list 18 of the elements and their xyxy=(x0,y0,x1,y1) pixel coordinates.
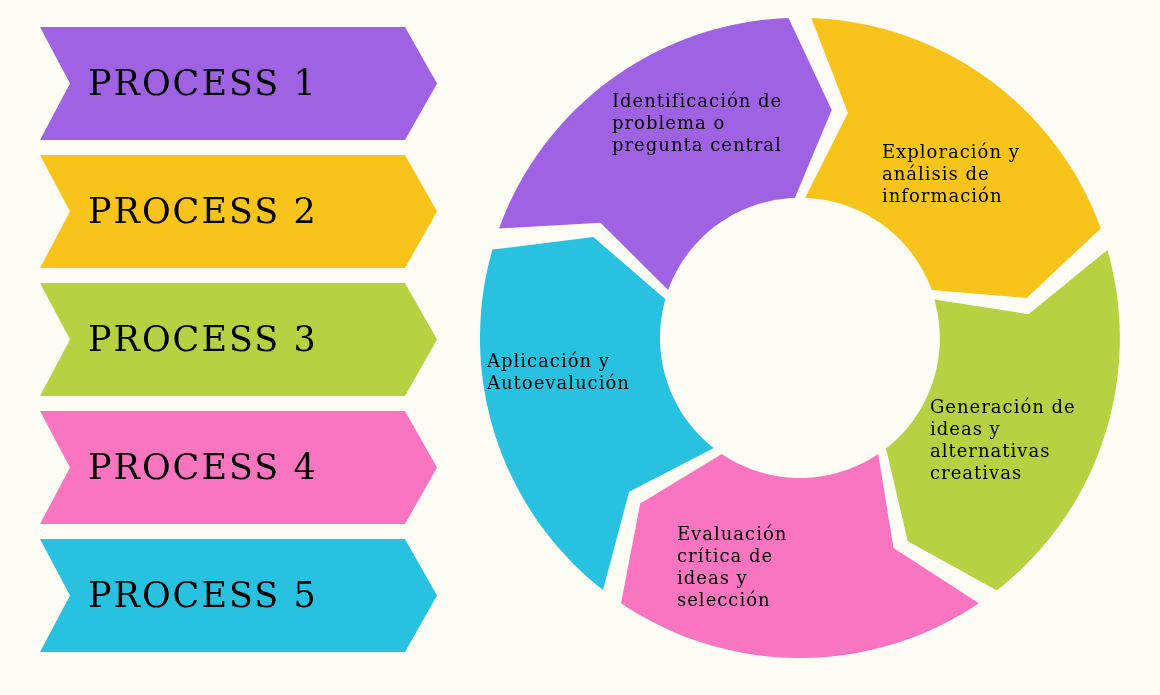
step-text: Generación de ideas y alternativas creativas xyxy=(930,396,1077,484)
process-label: PROCESS 1 xyxy=(88,62,318,105)
cycle-segment xyxy=(886,249,1120,591)
chevron-banner xyxy=(40,283,437,396)
step-text: Aplicación y Autoevalución xyxy=(487,350,631,394)
chevron-banner xyxy=(40,155,437,268)
chevron-banner xyxy=(40,27,437,140)
step-text: Evaluación crítica de ideas y selección xyxy=(677,523,789,611)
process-label: PROCESS 3 xyxy=(88,318,318,361)
step-text: Exploración y análisis de información xyxy=(882,141,1021,207)
cycle-segment xyxy=(804,18,1101,299)
cycle-segment xyxy=(499,18,832,291)
chevron-banner xyxy=(40,539,437,652)
process-label: PROCESS 2 xyxy=(88,190,318,233)
chevron-banner xyxy=(40,411,437,524)
process-label: PROCESS 5 xyxy=(88,574,318,617)
step-text: Identificación de problema o pregunta central xyxy=(612,90,784,156)
process-label: PROCESS 4 xyxy=(88,446,318,489)
